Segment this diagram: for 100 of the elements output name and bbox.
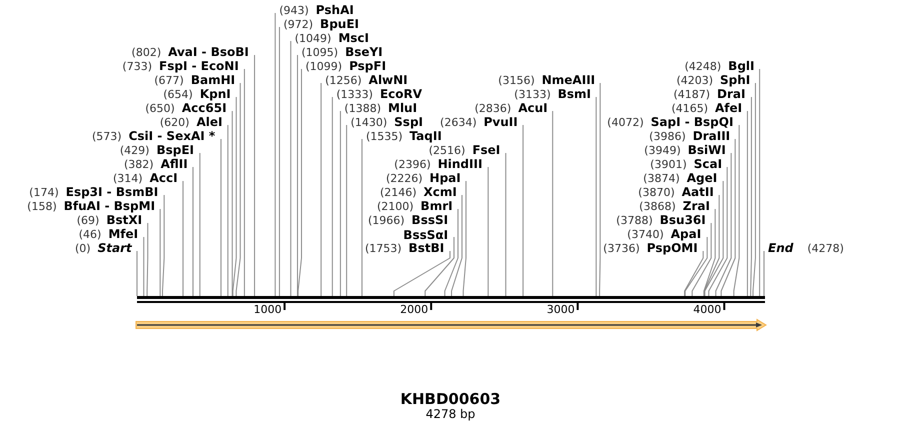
leader-line bbox=[704, 194, 720, 296]
site-position: (2146) bbox=[380, 186, 417, 200]
leader-line bbox=[692, 222, 712, 296]
leader-line bbox=[162, 194, 165, 296]
site-name: ZraI bbox=[682, 199, 710, 213]
site-name: BstXI bbox=[106, 213, 142, 227]
site-name: XcmI bbox=[424, 185, 457, 199]
site-position: (4072) bbox=[607, 116, 644, 130]
site-name: MfeI bbox=[108, 227, 138, 241]
site-name: CsiI - SexAI * bbox=[128, 129, 216, 143]
leader-line bbox=[733, 124, 740, 296]
leader-line bbox=[746, 110, 748, 296]
site-name: BsmI bbox=[558, 87, 592, 101]
site-position: (1535) bbox=[366, 130, 403, 144]
site-position: (3156) bbox=[498, 74, 535, 88]
leader-line bbox=[444, 208, 458, 296]
site-position: (2100) bbox=[376, 200, 414, 214]
site-position: (3870) bbox=[638, 186, 675, 200]
site-position: (620) bbox=[160, 116, 190, 130]
leader-line bbox=[192, 166, 194, 296]
site-position: (3133) bbox=[514, 88, 551, 102]
leader-line bbox=[684, 236, 708, 296]
leader-line bbox=[332, 96, 333, 296]
map-title: KHBD00603 bbox=[400, 390, 501, 408]
leader-line bbox=[199, 152, 200, 296]
scale-label: 4000 bbox=[693, 303, 722, 317]
leader-line bbox=[244, 68, 245, 296]
site-name: AlwNI bbox=[368, 73, 408, 87]
site-position: (3736) bbox=[603, 242, 640, 256]
site-name: TaqII bbox=[410, 129, 442, 143]
leader-line bbox=[424, 236, 454, 296]
site-name: BglI bbox=[728, 59, 754, 73]
site-position: (2396) bbox=[394, 158, 431, 172]
site-position: (3740) bbox=[627, 228, 664, 242]
site-position: (2516) bbox=[428, 144, 466, 158]
site-position: (46) bbox=[78, 228, 102, 242]
site-name: PvuII bbox=[484, 115, 518, 129]
site-position: (2634) bbox=[440, 116, 477, 130]
site-position: (1753) bbox=[364, 242, 402, 256]
site-name: BstBI bbox=[408, 241, 444, 255]
site-name: Bsu36I bbox=[660, 213, 706, 227]
sequence-length: 4278 bp bbox=[426, 407, 476, 422]
site-position: (733) bbox=[122, 60, 152, 74]
leader-line bbox=[320, 82, 322, 296]
site-name: MluI bbox=[388, 101, 418, 115]
sequence-bar bbox=[137, 296, 765, 303]
site-name: BsiWI bbox=[688, 143, 726, 157]
site-name: AatII bbox=[682, 185, 714, 199]
site-position: (4203) bbox=[676, 74, 714, 88]
site-position: (1966) bbox=[368, 214, 405, 228]
leader-line bbox=[715, 152, 732, 296]
leader-line bbox=[720, 138, 736, 296]
site-name: DraIII bbox=[692, 129, 730, 143]
site-name: SspI bbox=[394, 115, 423, 129]
site-position: (943) bbox=[279, 4, 309, 18]
site-position: (1095) bbox=[301, 46, 338, 60]
site-name: SapI - BspQI bbox=[650, 115, 734, 129]
site-name: HindIII bbox=[438, 157, 482, 171]
site-position: (0) bbox=[75, 242, 91, 256]
site-name: KpnI bbox=[200, 87, 231, 101]
site-position: (1049) bbox=[294, 32, 332, 46]
site-name: PspOMI bbox=[646, 241, 698, 255]
leader-line bbox=[143, 236, 144, 296]
site-position: (677) bbox=[154, 74, 184, 88]
scale-label: 2000 bbox=[400, 303, 428, 317]
scale-label: 1000 bbox=[254, 303, 282, 317]
leader-line bbox=[236, 82, 241, 296]
site-position: (174) bbox=[29, 186, 59, 200]
site-position: (802) bbox=[132, 46, 162, 60]
leader-line bbox=[346, 124, 348, 296]
leader-line bbox=[290, 40, 292, 296]
site-name: AccI bbox=[150, 171, 178, 185]
site-position: (158) bbox=[27, 200, 57, 214]
site-name: BssSI bbox=[412, 213, 448, 227]
leader-line bbox=[136, 250, 138, 296]
site-position: (3901) bbox=[650, 158, 687, 172]
leader-line bbox=[599, 82, 601, 296]
leader-line bbox=[505, 152, 506, 296]
leader-line bbox=[759, 68, 760, 296]
site-name: Esp3I - BsmBI bbox=[66, 185, 158, 199]
leader-line bbox=[182, 180, 184, 296]
leader-line bbox=[704, 180, 724, 296]
site-name: SphI bbox=[720, 73, 750, 87]
site-name: Start bbox=[98, 241, 132, 255]
site-name: FspI - EcoNI bbox=[159, 59, 239, 73]
site-position: (3788) bbox=[616, 214, 653, 228]
site-position: (3874) bbox=[643, 172, 680, 186]
site-name: AgeI bbox=[686, 171, 718, 185]
leader-line bbox=[220, 138, 222, 296]
site-position: (650) bbox=[145, 102, 175, 116]
leader-line bbox=[297, 54, 298, 296]
site-name: HpaI bbox=[430, 171, 461, 185]
site-position: (654) bbox=[163, 88, 193, 102]
site-name: BpuEI bbox=[320, 17, 359, 31]
site-position: (2836) bbox=[474, 102, 512, 116]
site-position: (573) bbox=[92, 130, 122, 144]
leader-line bbox=[596, 96, 597, 296]
site-position: (382) bbox=[124, 158, 154, 172]
site-position: (1333) bbox=[336, 88, 373, 102]
leader-line bbox=[708, 166, 728, 296]
